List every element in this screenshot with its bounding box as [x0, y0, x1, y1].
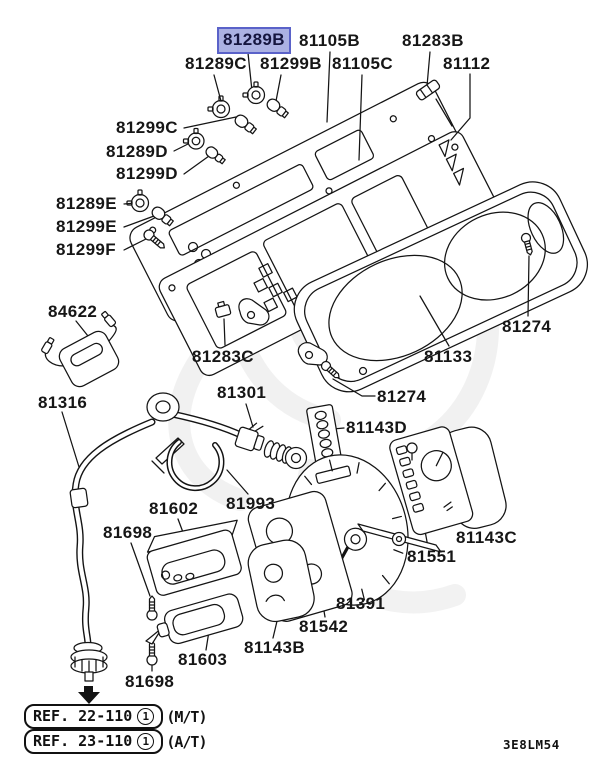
clip-81283B [415, 79, 441, 101]
front-lens-81133 [293, 181, 588, 393]
part-label-81283B[interactable]: 81283B [402, 31, 464, 50]
plate-81143B [247, 539, 315, 623]
part-label-84622[interactable]: 84622 [48, 302, 98, 321]
part-label-81105B[interactable]: 81105B [299, 31, 361, 50]
cluster-housing [158, 131, 505, 377]
ref-badge-circle: 1 [137, 732, 155, 750]
part-label-81391[interactable]: 81391 [336, 594, 386, 613]
ref-row-mt[interactable]: REF. 22-110 1 (M/T) [24, 704, 208, 729]
bulb-socket-81289B [242, 81, 266, 105]
ref-note-mt: (M/T) [166, 707, 207, 726]
bulb-socket-81289D [182, 127, 205, 150]
part-label-81143C[interactable]: 81143C [456, 528, 518, 547]
part-label-81112[interactable]: 81112 [443, 54, 491, 73]
bulb-81299B [266, 98, 289, 119]
cable-end-81301 [234, 422, 308, 470]
sensor-84622 [41, 310, 120, 388]
ref-row-at[interactable]: REF. 23-110 1 (A/T) [24, 729, 208, 754]
part-label-81551[interactable]: 81551 [407, 547, 457, 566]
bulb-81299D [205, 146, 226, 165]
part-label-81143D[interactable]: 81143D [346, 418, 408, 437]
doc-code: 3E8LM54 [503, 737, 560, 752]
bulb-socket-81289E [126, 189, 150, 213]
part-label-81301[interactable]: 81301 [217, 383, 267, 402]
part-label-81299B[interactable]: 81299B [260, 54, 322, 73]
screw-81698-lower [146, 640, 158, 666]
ref-label: REF. 22-110 [33, 707, 133, 725]
part-label-81283C[interactable]: 81283C [192, 347, 254, 366]
down-arrow [78, 686, 100, 704]
part-label-81299C[interactable]: 81299C [116, 118, 178, 137]
part-label-81602[interactable]: 81602 [149, 499, 199, 518]
sub-dial-plate [389, 426, 474, 536]
bulb-81299E [151, 206, 174, 227]
ref-badge-circle: 1 [137, 707, 155, 725]
screw-81698-upper [146, 595, 158, 621]
part-label-81289D[interactable]: 81289D [106, 142, 168, 161]
screw-81299F [143, 229, 165, 249]
bulb-81299C [234, 114, 257, 135]
part-label-81133[interactable]: 81133 [424, 347, 473, 366]
lamp-housing-81602 [146, 519, 242, 596]
ref-note-at: (A/T) [166, 732, 207, 751]
ref-label: REF. 23-110 [33, 732, 133, 750]
part-label-81274-mid[interactable]: 81274 [377, 387, 427, 406]
part-label-81603[interactable]: 81603 [178, 650, 228, 669]
part-label-81299F[interactable]: 81299F [56, 240, 117, 259]
screw-81274-mid [320, 360, 340, 379]
clip-81283C [214, 300, 232, 318]
part-label-81105C[interactable]: 81105C [332, 54, 394, 73]
part-label-81289B[interactable]: 81289B [217, 27, 291, 54]
part-label-81143B[interactable]: 81143B [244, 638, 306, 657]
cable-ferrule [70, 641, 108, 682]
lamp-lens-81603 [145, 593, 244, 645]
part-label-81698-upper[interactable]: 81698 [103, 523, 153, 542]
part-label-81542[interactable]: 81542 [299, 617, 349, 636]
part-label-81993[interactable]: 81993 [226, 494, 276, 513]
screw-81274-right [520, 232, 533, 256]
part-label-81299E[interactable]: 81299E [56, 217, 118, 236]
ref-box-mt[interactable]: REF. 22-110 1 [24, 704, 164, 729]
part-label-81289E[interactable]: 81289E [56, 194, 118, 213]
ref-box-at[interactable]: REF. 23-110 1 [24, 729, 164, 754]
part-label-81274-right[interactable]: 81274 [502, 317, 552, 336]
bulb-socket-81289C [207, 95, 231, 119]
part-label-81698-lower[interactable]: 81698 [125, 672, 175, 691]
part-label-81299D[interactable]: 81299D [116, 164, 178, 183]
part-label-81316[interactable]: 81316 [38, 393, 88, 412]
clamp-81993 [151, 437, 225, 492]
part-label-81289C[interactable]: 81289C [185, 54, 247, 73]
needle-81551 [357, 523, 442, 553]
speedo-cable-81316 [69, 392, 247, 704]
